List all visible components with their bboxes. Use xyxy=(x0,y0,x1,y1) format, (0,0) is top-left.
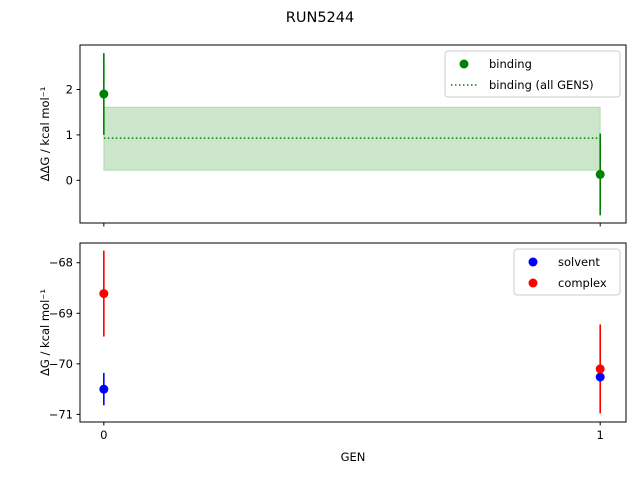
legend-label: binding (all GENS) xyxy=(489,78,594,92)
chart-title: RUN5244 xyxy=(286,10,354,26)
axes-frame xyxy=(79,44,627,224)
legend: binding binding (all GENS) xyxy=(444,50,621,98)
data-point xyxy=(99,384,109,394)
axes-frame xyxy=(79,242,627,423)
y-tick-label: −68 xyxy=(49,256,73,270)
data-point xyxy=(99,289,109,299)
y-tick-label: 0 xyxy=(66,173,73,187)
x-tick-label: 0 xyxy=(100,428,107,442)
legend-box xyxy=(513,248,621,296)
y-tick-label: 2 xyxy=(66,83,73,97)
x-tick-label: 1 xyxy=(597,428,604,442)
y-tick-label: −69 xyxy=(49,306,73,320)
legend-marker xyxy=(528,278,538,288)
legend-box xyxy=(444,50,621,98)
data-point xyxy=(595,364,605,374)
x-axis-label: GEN xyxy=(341,450,366,464)
data-point xyxy=(595,169,605,179)
y-tick-label: −71 xyxy=(49,407,73,421)
y-tick-label: 1 xyxy=(66,128,73,142)
data-point xyxy=(595,372,605,382)
legend-marker xyxy=(528,257,538,267)
y-axis-label: ΔG / kcal mol⁻¹ xyxy=(38,289,52,376)
legend-label: complex xyxy=(558,276,607,290)
data-point xyxy=(99,89,109,99)
legend-label: binding xyxy=(489,57,532,71)
legend-label: solvent xyxy=(558,255,600,269)
y-tick-label: −70 xyxy=(49,357,73,371)
legend-marker xyxy=(459,59,469,69)
top-axes: 0 1 2 ΔΔG / kcal mol⁻¹ binding binding (all G… xyxy=(38,44,627,227)
y-axis-label: ΔΔG / kcal mol⁻¹ xyxy=(38,87,52,182)
legend: solvent complex xyxy=(513,248,621,296)
bottom-axes: −71 −70 −69 −68 0 1 ΔG / kcal mol⁻¹ GEN solvent c… xyxy=(38,242,627,464)
